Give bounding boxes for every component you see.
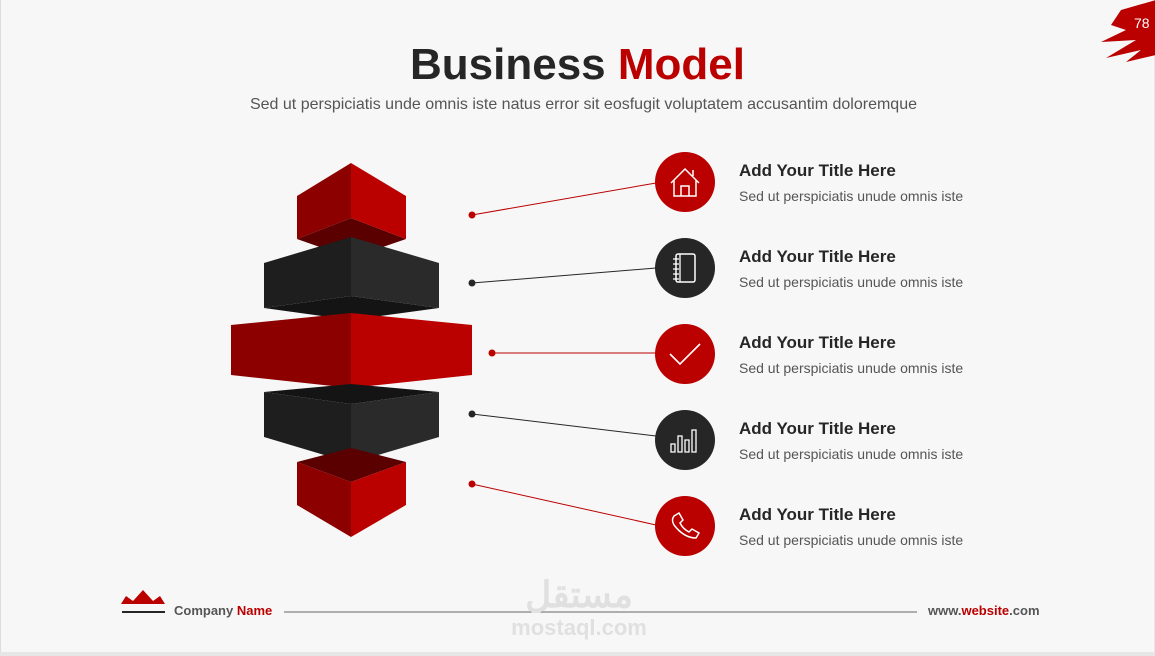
stack-layer-3 <box>231 313 472 388</box>
company-name: Company Name <box>174 603 272 618</box>
item-title: Add Your Title Here <box>739 247 896 266</box>
stack-layer-4 <box>264 384 439 463</box>
crown-logo <box>121 590 165 613</box>
page-corner-brush <box>1101 0 1155 62</box>
title-part-1: Business <box>410 40 606 89</box>
stack-layer-2 <box>264 237 439 320</box>
subtitle: Sed ut perspiciatis unde omnis iste natu… <box>249 96 917 113</box>
stack-bottom-cube <box>297 448 406 537</box>
watermark-arabic: مستقل <box>525 574 633 615</box>
web-prefix: www. <box>928 603 962 618</box>
page-title: Business Model <box>1 40 1154 90</box>
home-icon <box>655 152 715 212</box>
title-part-2: Model <box>617 40 745 89</box>
watermark-latin: mostaql.com <box>511 615 647 640</box>
web-suffix: .com <box>1009 603 1040 618</box>
item-title: Add Your Title Here <box>739 333 896 352</box>
website: www.website.com <box>928 603 1040 618</box>
notebook-icon <box>655 238 715 298</box>
item-desc: Sed ut perspiciatis unude omnis iste <box>739 360 964 376</box>
item-desc: Sed ut perspiciatis unude omnis iste <box>739 532 964 548</box>
bar-chart-icon <box>655 410 715 470</box>
phone-icon <box>655 496 715 556</box>
item-title: Add Your Title Here <box>739 419 896 438</box>
company-label: Company <box>174 603 237 618</box>
checkmark-icon <box>655 324 715 384</box>
item-title: Add Your Title Here <box>739 161 896 180</box>
web-domain: website <box>961 603 1010 618</box>
item-desc: Sed ut perspiciatis unude omnis iste <box>739 274 964 290</box>
item-title: Add Your Title Here <box>739 505 896 524</box>
page-number: 78 <box>1134 15 1150 31</box>
item-desc: Sed ut perspiciatis unude omnis iste <box>739 446 964 462</box>
item-desc: Sed ut perspiciatis unude omnis iste <box>739 188 964 204</box>
connectors <box>468 182 657 526</box>
company-label-accent: Name <box>236 603 273 618</box>
